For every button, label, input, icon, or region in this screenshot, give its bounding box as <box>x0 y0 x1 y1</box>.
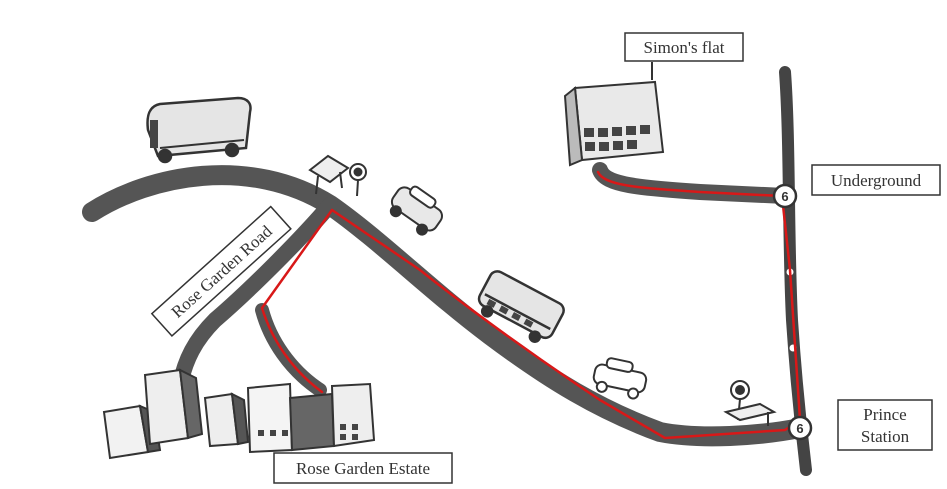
underground-station-icon[interactable]: 6 <box>787 415 813 441</box>
label-prince-station-line2: Station <box>861 427 910 446</box>
main-road <box>82 165 810 447</box>
label-prince-station-line1: Prince <box>863 405 906 424</box>
underground-station-icon[interactable]: 6 <box>772 183 798 209</box>
label-rose-garden-estate: Rose Garden Estate <box>273 452 453 484</box>
estate-road-inner <box>255 303 327 397</box>
label-simons-flat: Simon's flat <box>624 32 744 62</box>
simons-flat-building-icon <box>563 62 665 167</box>
label-rose-garden-estate-text: Rose Garden Estate <box>296 459 430 478</box>
label-simons-flat-text: Simon's flat <box>644 38 725 57</box>
label-underground: Underground <box>811 164 941 196</box>
bus-icon <box>146 96 252 164</box>
route-line <box>260 170 802 440</box>
svg-text:6: 6 <box>781 189 788 204</box>
bus-stop-sign-icon <box>723 380 777 426</box>
svg-text:6: 6 <box>796 421 803 436</box>
bus-icon <box>477 270 565 343</box>
building-icon <box>102 368 376 460</box>
label-underground-text: Underground <box>831 171 922 190</box>
car-icon <box>592 357 648 400</box>
car-icon <box>389 185 444 236</box>
label-prince-station: Prince Station <box>837 399 933 451</box>
bus-stop-sign-icon <box>308 154 367 197</box>
estate-road-left <box>172 197 338 393</box>
